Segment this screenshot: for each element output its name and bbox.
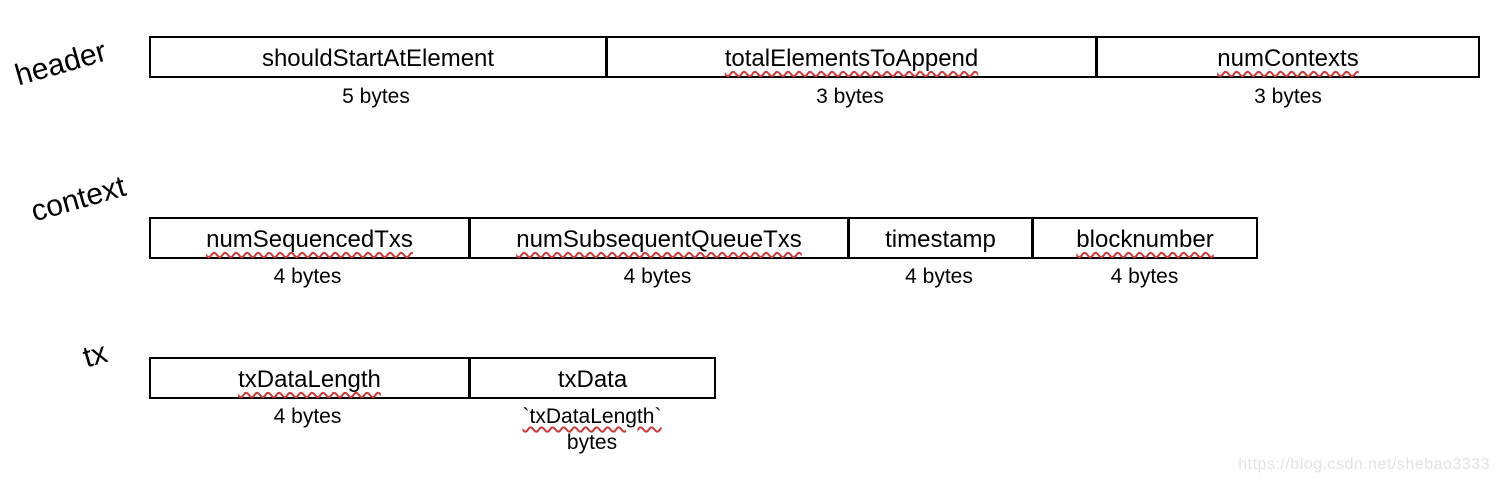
cell-txData: txData bbox=[468, 359, 714, 397]
cell-txDataLength: txDataLength bbox=[151, 359, 468, 397]
byte-size-caption: 4 bytes bbox=[1110, 265, 1179, 288]
field-name: txDataLength bbox=[238, 365, 381, 393]
watermark-url: https://blog.csdn.net/shebao3333 bbox=[1238, 456, 1490, 473]
byte-size-caption: 3 bytes bbox=[1254, 85, 1322, 108]
cell-numContexts: numContexts bbox=[1095, 38, 1478, 76]
byte-size-caption: 5 bytes bbox=[342, 85, 410, 108]
byte-size-caption: 4 bytes bbox=[905, 265, 973, 288]
byte-size-caption: 4 bytes bbox=[273, 405, 342, 428]
byte-size-caption: 4 bytes bbox=[623, 265, 692, 288]
row-label-context: context bbox=[27, 169, 130, 229]
cell-totalElementsToAppend: totalElementsToAppend bbox=[605, 38, 1095, 76]
row-label-header: header bbox=[11, 34, 111, 93]
byte-size-caption-txdata: `txDataLength` bytes bbox=[468, 404, 716, 456]
field-name: txData bbox=[557, 365, 628, 393]
cell-numSubsequentQueueTxs: numSubsequentQueueTxs bbox=[468, 219, 847, 257]
byte-size-caption: 4 bytes bbox=[273, 265, 342, 288]
context-struct-box: numSequencedTxs numSubsequentQueueTxs ti… bbox=[149, 217, 1258, 259]
cell-numSequencedTxs: numSequencedTxs bbox=[151, 219, 468, 257]
field-name: blocknumber bbox=[1076, 225, 1214, 253]
row-label-tx: tx bbox=[79, 336, 111, 375]
cell-timestamp: timestamp bbox=[847, 219, 1031, 257]
cell-blocknumber: blocknumber bbox=[1031, 219, 1256, 257]
field-name: shouldStartAtElement bbox=[261, 44, 495, 72]
field-name: numContexts bbox=[1217, 44, 1359, 72]
field-name: numSubsequentQueueTxs bbox=[516, 225, 802, 253]
tx-struct-box: txDataLength txData bbox=[149, 357, 716, 399]
header-struct-box: shouldStartAtElement totalElementsToAppe… bbox=[149, 36, 1480, 78]
cell-shouldStartAtElement: shouldStartAtElement bbox=[151, 38, 605, 76]
byte-size-caption-line2: bytes bbox=[566, 431, 618, 454]
field-name: totalElementsToAppend bbox=[724, 44, 979, 72]
field-name: timestamp bbox=[885, 225, 996, 253]
byte-size-caption: 3 bytes bbox=[816, 85, 884, 108]
byte-size-caption-line1: `txDataLength` bbox=[522, 405, 662, 428]
field-name: numSequencedTxs bbox=[206, 225, 413, 253]
